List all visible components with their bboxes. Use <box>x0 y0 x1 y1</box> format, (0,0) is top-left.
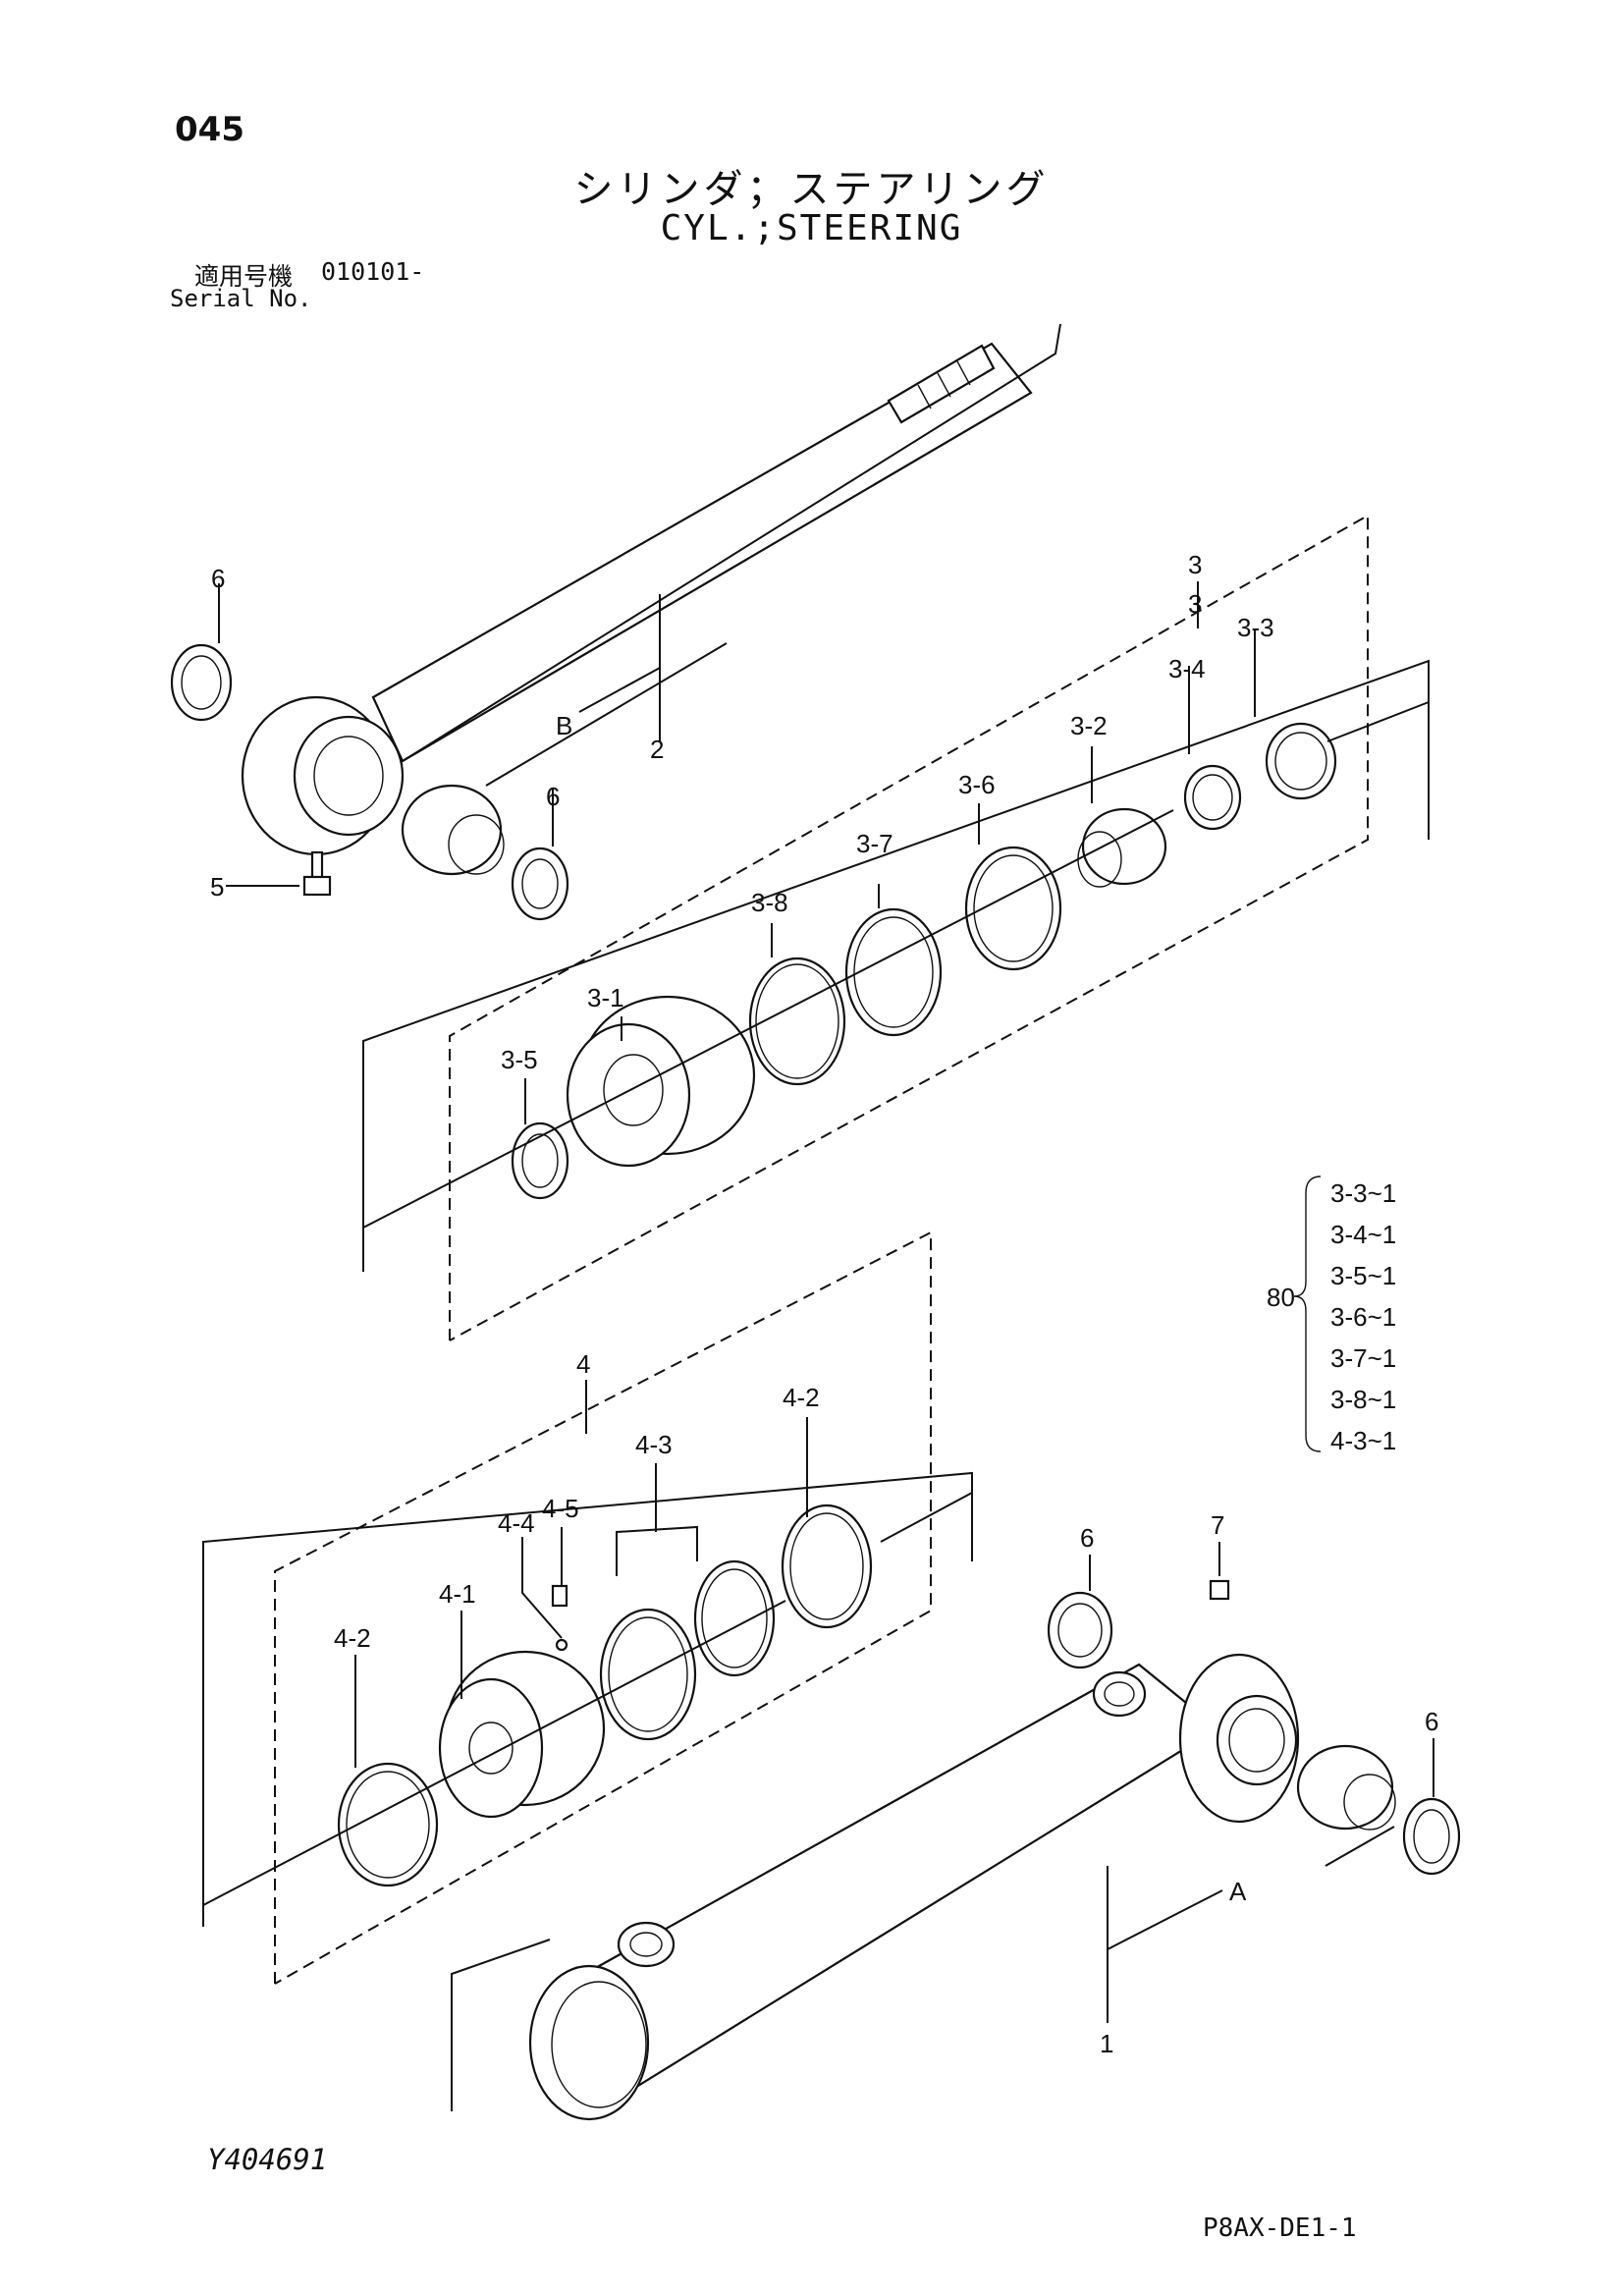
kit-brace <box>1293 1175 1322 1452</box>
callout-1: 1 <box>1100 2029 1113 2058</box>
piston-rod-group <box>170 323 1061 921</box>
serial-label-japanese: 適用号機 <box>194 262 294 291</box>
callout-6c: 6 <box>1080 1523 1094 1553</box>
callout-3-2: 3-2 <box>1070 711 1108 740</box>
callout-5: 5 <box>210 872 224 902</box>
serial-number-value: 010101- <box>321 257 425 286</box>
rod-cover-group <box>362 514 1430 1341</box>
callout-3-sub: 3 <box>1188 589 1202 619</box>
callout-4-4: 4-4 <box>498 1508 535 1538</box>
kit-number: 80 <box>1267 1283 1295 1312</box>
callout-4-2a: 4-2 <box>783 1383 820 1412</box>
kit-item: 3-3~1 <box>1330 1178 1396 1208</box>
callout-3-6: 3-6 <box>958 770 996 799</box>
callout-3-1: 3-1 <box>587 983 624 1012</box>
callout-4: 4 <box>576 1349 590 1379</box>
callout-labels: 6 2 B 6 5 3 3 3-3 3-4 3-2 3-6 3-7 3-8 3-… <box>210 550 1438 2058</box>
callout-7: 7 <box>1211 1510 1224 1540</box>
callout-a: A <box>1229 1877 1247 1906</box>
callout-b: B <box>556 711 572 740</box>
callout-6d: 6 <box>1425 1707 1438 1736</box>
kit-item: 4-3~1 <box>1330 1426 1396 1455</box>
callout-3-5: 3-5 <box>501 1045 538 1074</box>
title-japanese: シリンダ；ステアリング <box>573 167 1050 212</box>
callout-3-7: 3-7 <box>856 829 893 858</box>
callout-4-2b: 4-2 <box>334 1623 371 1653</box>
callout-3-4: 3-4 <box>1168 654 1206 683</box>
callout-4-3: 4-3 <box>635 1430 673 1459</box>
kit-item: 3-6~1 <box>1330 1302 1396 1332</box>
cylinder-tube-group <box>451 1542 1461 2121</box>
callout-4-5: 4-5 <box>542 1494 579 1523</box>
callout-3: 3 <box>1188 550 1202 579</box>
kit-item: 3-8~1 <box>1330 1385 1396 1414</box>
serial-label-english: Serial No. <box>170 285 312 312</box>
diagram-code: Y404691 <box>207 2143 328 2176</box>
page-number: 045 <box>175 110 244 149</box>
kit-item: 3-5~1 <box>1330 1261 1396 1290</box>
title-english: CYL.;STEERING <box>660 208 963 248</box>
kit-item: 3-7~1 <box>1330 1343 1396 1373</box>
callout-2: 2 <box>650 735 664 764</box>
piston-group <box>202 1230 973 1985</box>
kit-item: 3-4~1 <box>1330 1220 1396 1249</box>
page-code: P8AX-DE1-1 <box>1203 2214 1357 2243</box>
callout-6b: 6 <box>546 782 560 811</box>
callout-3-8: 3-8 <box>751 888 788 917</box>
callout-4-1: 4-1 <box>439 1579 476 1609</box>
callout-3-3: 3-3 <box>1237 613 1274 642</box>
kit-list: 3-3~1 3-4~1 3-5~1 3-6~1 3-7~1 3-8~1 4-3~… <box>1330 1178 1396 1455</box>
callout-6a: 6 <box>211 564 225 593</box>
